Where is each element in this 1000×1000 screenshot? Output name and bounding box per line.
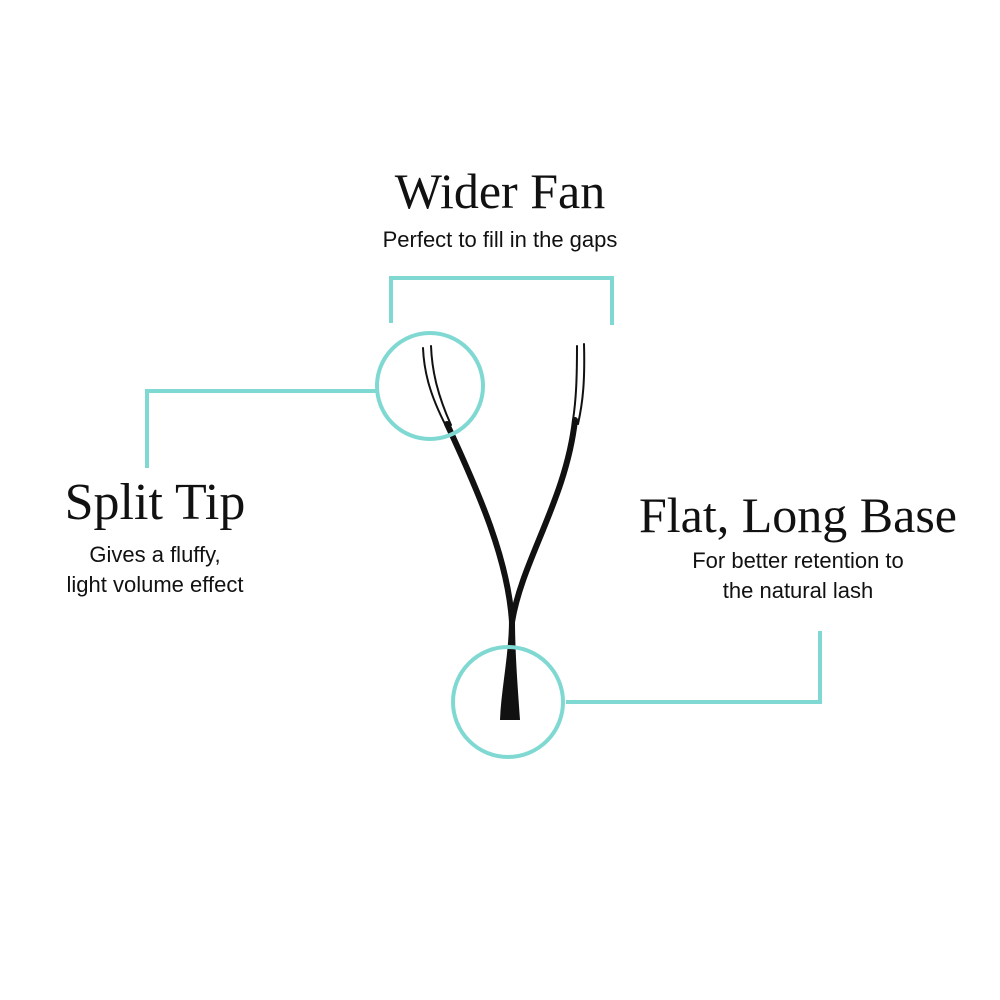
lash-right-branch xyxy=(509,417,578,625)
lash-flat-base xyxy=(500,620,520,720)
split-tip-caption-line: light volume effect xyxy=(66,572,244,597)
flat-base-title: Flat, Long Base xyxy=(638,487,958,543)
lash-left-tip-hair xyxy=(422,347,447,427)
split-tip-connector xyxy=(145,389,376,468)
flat-base-caption: For better retention to the natural lash xyxy=(620,546,976,606)
split-tip-caption: Gives a fluffy, light volume effect xyxy=(30,540,280,600)
lash-illustration xyxy=(422,343,586,720)
wider-fan-caption-line: Perfect to fill in the gaps xyxy=(382,227,618,252)
lash-right-tip-hair xyxy=(572,345,578,421)
split-tip-highlight-circle xyxy=(375,331,485,441)
flat-base-caption-line: For better retention to xyxy=(692,548,904,573)
lash-left-branch xyxy=(444,421,515,625)
split-tip-title: Split Tip xyxy=(64,474,246,531)
flat-base-connector xyxy=(566,631,822,704)
wider-fan-caption: Perfect to fill in the gaps xyxy=(300,225,700,255)
wider-fan-title: Wider Fan xyxy=(394,163,606,219)
flat-base-caption-line: the natural lash xyxy=(722,578,874,603)
lash-left-tip-hair xyxy=(430,345,452,426)
split-tip-caption-line: Gives a fluffy, xyxy=(89,542,221,567)
flat-base-highlight-circle xyxy=(451,645,565,759)
wider-fan-bracket xyxy=(389,276,614,325)
lash-right-tip-hair xyxy=(577,343,586,425)
